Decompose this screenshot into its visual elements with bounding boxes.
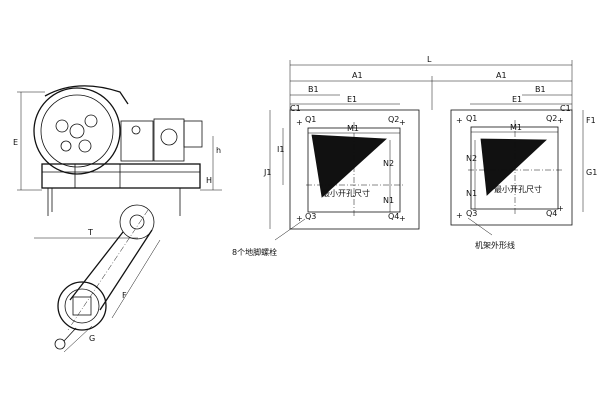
frame-note: 机架外形线: [475, 240, 515, 250]
label-Q3-left: Q3: [305, 212, 316, 221]
drum-spoke-hole-4: [60, 140, 72, 152]
dim-line-G: [63, 325, 93, 353]
hatched-wedge-right: [480, 138, 547, 196]
label-Q1-left: Q1: [305, 115, 316, 124]
bolt-mark-4-right: +: [557, 204, 564, 213]
label-T: T: [87, 228, 93, 237]
opening-outline-right: [470, 126, 559, 210]
side-view: E h H T F G: [13, 85, 222, 353]
label-L: L: [427, 55, 432, 64]
hatched-wedge-left: [311, 134, 387, 198]
brake-block: [183, 120, 203, 148]
frame-outline-right: [450, 109, 573, 226]
label-B1-right: B1: [535, 85, 546, 94]
label-N2-left: N2: [383, 159, 394, 168]
end-sheave: [57, 281, 107, 331]
end-sheave-block: [72, 296, 92, 316]
boom-edge-left: [69, 231, 124, 301]
label-F: F: [122, 291, 127, 300]
label-G1: G1: [586, 168, 597, 177]
boom-edge-right: [99, 229, 153, 311]
label-Q3-right: Q3: [466, 209, 477, 218]
label-E: E: [13, 138, 18, 147]
bolt-mark-1-left: +: [296, 118, 303, 127]
label-E1-right: E1: [512, 95, 522, 104]
label-C1-right: C1: [560, 104, 571, 113]
label-Q4-left: Q4: [388, 212, 399, 221]
bolt-mark-2-right: +: [557, 116, 564, 125]
opening-note-right: 最小开孔尺寸: [494, 184, 542, 194]
label-A1-left: A1: [352, 71, 363, 80]
hook-pin: [54, 338, 66, 350]
label-N1-right: N1: [466, 189, 477, 198]
lower-sheave-hub: [129, 214, 145, 230]
label-E1-left: E1: [347, 95, 357, 104]
bolt-mark-4-left: +: [399, 214, 406, 223]
bolt-note-leader: [274, 218, 306, 241]
end-sheave-ring: [64, 288, 100, 324]
frame-note-leader: [467, 217, 493, 236]
bolt-mark-1-right: +: [456, 116, 463, 125]
label-N1-left: N1: [383, 196, 394, 205]
label-N2-right: N2: [466, 154, 477, 163]
bolt-mark-3-left: +: [296, 214, 303, 223]
frame-outline-left: [289, 109, 420, 230]
label-B1-left: B1: [308, 85, 319, 94]
motor-block: [120, 120, 154, 162]
dim-line-F: [111, 239, 161, 319]
label-C1-left: C1: [290, 104, 301, 113]
drum-spoke-hole-2: [84, 114, 98, 128]
label-F1: F1: [586, 116, 596, 125]
boom-centerline: [67, 209, 149, 331]
motor-bolt: [131, 125, 141, 135]
drum-outline: [33, 87, 121, 175]
drum-hub: [69, 123, 85, 139]
drum-inner-ring: [40, 94, 114, 168]
bolt-note: 8个地脚螺栓: [232, 247, 277, 257]
plan-right: A1 B1 C1 E1 M1 最小开孔尺寸 F1 G1 N2 N1 + Q1 +…: [432, 60, 597, 250]
label-A1-right: A1: [496, 71, 507, 80]
label-J1: J1: [263, 168, 271, 177]
label-h: h: [216, 146, 221, 155]
label-M1-left: M1: [347, 124, 359, 133]
label-M1-right: M1: [510, 123, 522, 132]
label-Q4-right: Q4: [546, 209, 557, 218]
drum-spoke-hole-3: [78, 139, 92, 153]
bolt-mark-3-right: +: [456, 211, 463, 220]
hook-link: [63, 327, 77, 342]
drum-spoke-hole-1: [55, 119, 69, 133]
bolt-mark-2-left: +: [399, 118, 406, 127]
label-Q2-left: Q2: [388, 115, 399, 124]
label-I1: I1: [277, 145, 284, 154]
gearbox-block: [153, 118, 185, 162]
label-G: G: [89, 334, 95, 343]
frame-top-cap: [44, 85, 129, 105]
label-H: H: [206, 176, 212, 185]
opening-note-left: 最小开孔尺寸: [322, 188, 370, 198]
gearbox-shaft: [160, 128, 178, 146]
lower-sheave: [119, 204, 155, 240]
base-frame: [41, 163, 201, 189]
label-Q2-right: Q2: [546, 114, 557, 123]
plan-left: L A1 B1 C1 E1 M1 最小开孔尺寸 J1 I1 N2 N1: [232, 55, 572, 257]
label-Q1-right: Q1: [466, 114, 477, 123]
